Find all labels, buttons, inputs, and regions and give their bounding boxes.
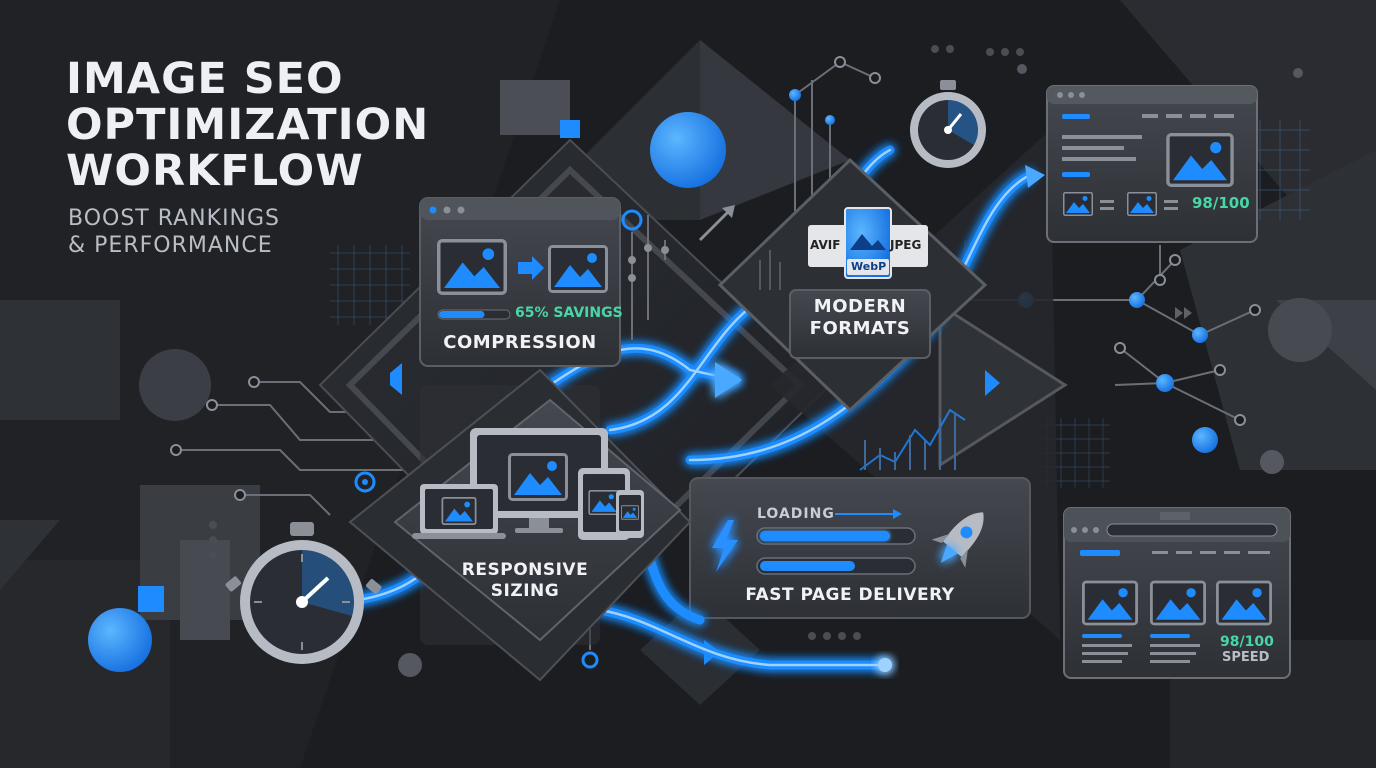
image-icon [548, 244, 608, 294]
monitor-icon [470, 428, 608, 533]
laptop-icon [412, 484, 506, 539]
savings-text: 65% SAVINGS [515, 305, 623, 321]
image-icon [437, 238, 507, 296]
file-icon [808, 207, 928, 279]
page-title: IMAGE SEO OPTIMIZATION WORKFLOW [66, 56, 486, 194]
delivery-label: FAST PAGE DELIVERY [745, 585, 955, 605]
loading-text: LOADING [757, 506, 835, 522]
browser-icon [1046, 85, 1258, 243]
format-webp: WebP [851, 260, 887, 273]
rocket-icon [931, 512, 984, 568]
lightning-icon [712, 520, 738, 572]
subtitle: BOOST RANKINGS & PERFORMANCE [68, 205, 368, 259]
browser-icon [1063, 507, 1291, 679]
title-line: OPTIMIZATION [66, 100, 430, 150]
responsive-label-line: SIZING [490, 581, 560, 601]
subtitle-line: BOOST RANKINGS [68, 206, 281, 231]
delivery-panel [689, 477, 1031, 619]
stopwatch-icon [910, 80, 986, 168]
score-caption: SPEED [1222, 650, 1270, 665]
formats-label-line: FORMATS [809, 318, 911, 339]
savings-bar-fill [439, 311, 485, 318]
format-avif: AVIF [810, 238, 841, 252]
compression-label: COMPRESSION [443, 332, 597, 353]
play-arrow-icon [715, 362, 742, 398]
responsive-label: RESPONSIVE SIZING [450, 560, 600, 602]
title-line: IMAGE SEO [66, 54, 344, 104]
phone-icon [616, 490, 644, 538]
score-bottom: 98/100 [1220, 634, 1274, 650]
score-top: 98/100 [1192, 194, 1250, 212]
formats-label: MODERN FORMATS [790, 296, 930, 340]
format-jpeg: JPEG [890, 238, 922, 252]
responsive-label-line: RESPONSIVE [461, 560, 589, 580]
formats-label-line: MODERN [813, 296, 907, 317]
title-line: WORKFLOW [66, 146, 364, 196]
network-node-icon [354, 471, 376, 493]
compression-panel [419, 197, 621, 367]
subtitle-line: & PERFORMANCE [68, 233, 273, 258]
stopwatch-icon [225, 522, 382, 664]
